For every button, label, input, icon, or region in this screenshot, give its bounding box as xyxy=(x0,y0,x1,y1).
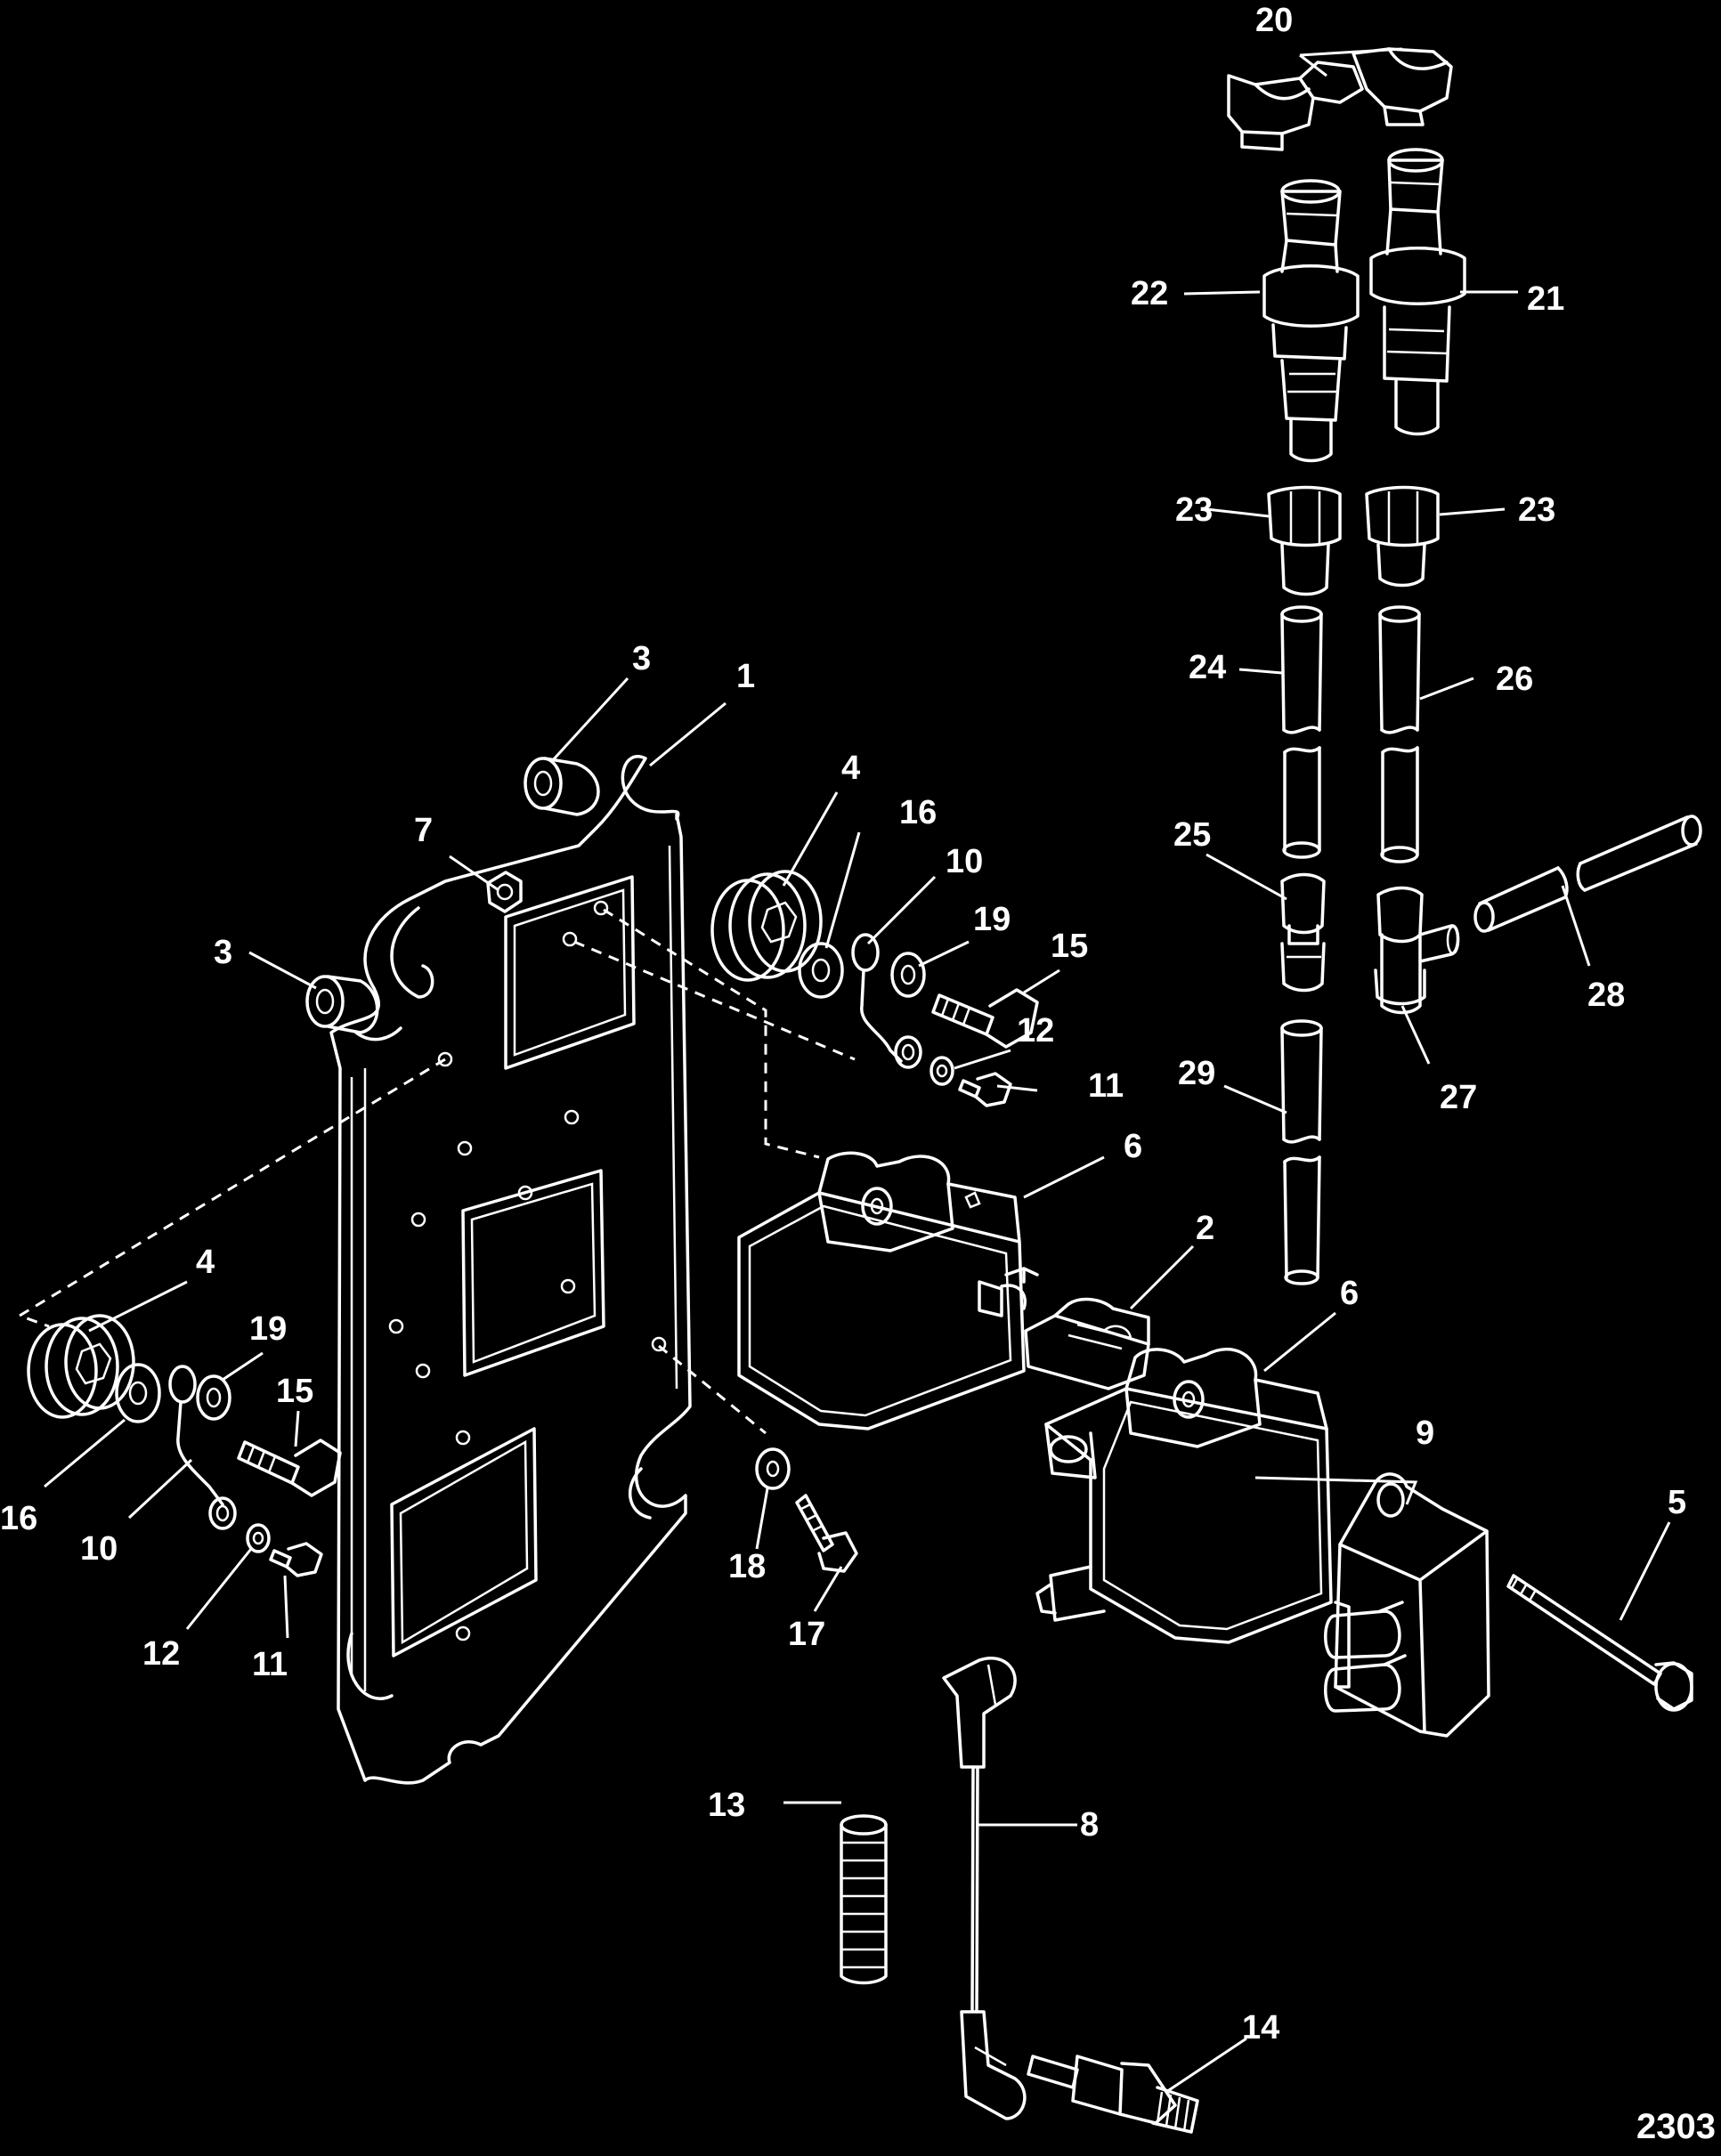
washer-16-upper xyxy=(798,942,844,999)
tee-fitting xyxy=(1374,886,1460,1015)
callout-24: 24 xyxy=(1189,649,1226,686)
ground-lead-upper xyxy=(851,933,922,1069)
assembly-lines xyxy=(16,908,856,1435)
callout-23-left: 23 xyxy=(1175,491,1213,529)
callout-8: 8 xyxy=(1080,1806,1099,1844)
control-module xyxy=(1324,1472,1490,1738)
leader-lines xyxy=(44,47,1671,2094)
washer-18 xyxy=(755,1447,791,1490)
clip-left xyxy=(1227,61,1364,151)
hose-26 xyxy=(1378,605,1421,863)
callout-1: 1 xyxy=(736,658,755,695)
callout-14: 14 xyxy=(1242,2009,1279,2047)
bolt-15-left xyxy=(237,1439,342,1497)
washer-19-upper xyxy=(890,952,926,998)
callout-6-lower: 6 xyxy=(1340,1275,1359,1312)
valve-right xyxy=(1369,148,1466,436)
callout-29: 29 xyxy=(1178,1055,1215,1092)
valve-left xyxy=(1262,179,1360,463)
nut xyxy=(486,871,523,913)
callout-23-right: 23 xyxy=(1518,491,1555,529)
grommet-upper xyxy=(710,870,823,982)
callout-7: 7 xyxy=(414,812,433,849)
ignition-coil-lower xyxy=(1035,1348,1333,1644)
bushing-upper xyxy=(524,757,600,816)
callout-4-left: 4 xyxy=(196,1244,215,1281)
ignition-coil-upper xyxy=(737,1151,1039,1431)
bushing-left xyxy=(305,975,379,1034)
callout-19-left: 19 xyxy=(249,1310,287,1348)
callout-12-left: 12 xyxy=(142,1635,180,1673)
callout-11-left: 11 xyxy=(252,1646,288,1683)
callout-18: 18 xyxy=(728,1548,766,1585)
callout-6-upper: 6 xyxy=(1124,1128,1142,1165)
callout-28: 28 xyxy=(1587,977,1625,1014)
bracket xyxy=(1024,1297,1150,1390)
grommet-left xyxy=(27,1314,135,1419)
callout-3-left: 3 xyxy=(214,934,232,971)
washer-12-upper xyxy=(930,1056,954,1086)
ground-lead-left xyxy=(168,1365,237,1530)
callout-15-left: 15 xyxy=(276,1373,313,1410)
callout-16-upper: 16 xyxy=(899,794,937,831)
callout-26: 26 xyxy=(1496,661,1533,698)
callout-10-left: 10 xyxy=(80,1530,118,1568)
callout-11-upper: 11 xyxy=(1088,1067,1124,1105)
clip-right xyxy=(1352,47,1453,126)
washer-19-left xyxy=(196,1374,231,1421)
callout-27: 27 xyxy=(1440,1079,1477,1116)
mounting-plate xyxy=(329,755,692,1785)
screw-11-left xyxy=(269,1542,323,1577)
callout-9: 9 xyxy=(1416,1414,1434,1452)
hose-28 xyxy=(1473,815,1702,933)
spark-plug xyxy=(1027,2055,1199,2134)
hose-29 xyxy=(1280,1019,1323,1285)
fitting-nut-left xyxy=(1267,485,1342,596)
washer-12-left xyxy=(246,1523,271,1553)
callout-19-upper: 19 xyxy=(973,901,1011,938)
callout-12-upper: 12 xyxy=(1017,1012,1054,1050)
hose-24 xyxy=(1280,605,1323,859)
callout-20: 20 xyxy=(1255,2,1293,39)
callout-16-left: 16 xyxy=(0,1500,37,1537)
callout-2: 2 xyxy=(1196,1210,1214,1247)
callout-15-upper: 15 xyxy=(1051,928,1088,965)
callout-22: 22 xyxy=(1131,275,1168,312)
fitting-nut-right xyxy=(1365,485,1440,588)
bolt-15-upper xyxy=(931,988,1039,1049)
callout-10-upper: 10 xyxy=(946,843,983,880)
sleeve xyxy=(840,1814,888,1985)
figure-number: 2303 xyxy=(1636,2107,1716,2146)
straight-connector xyxy=(1280,872,1326,993)
washer-16-left xyxy=(115,1363,161,1423)
callout-4-upper: 4 xyxy=(841,750,860,787)
callout-5: 5 xyxy=(1668,1484,1686,1521)
screw-11-upper xyxy=(958,1072,1012,1107)
spark-plug-wire xyxy=(942,1657,1027,2120)
callout-13: 13 xyxy=(708,1787,745,1824)
callout-25: 25 xyxy=(1173,816,1211,854)
callout-21: 21 xyxy=(1527,280,1564,318)
callout-3-upper: 3 xyxy=(632,640,651,677)
long-bolt xyxy=(1506,1574,1693,1712)
callout-17: 17 xyxy=(788,1616,825,1653)
screw-17 xyxy=(795,1494,858,1573)
